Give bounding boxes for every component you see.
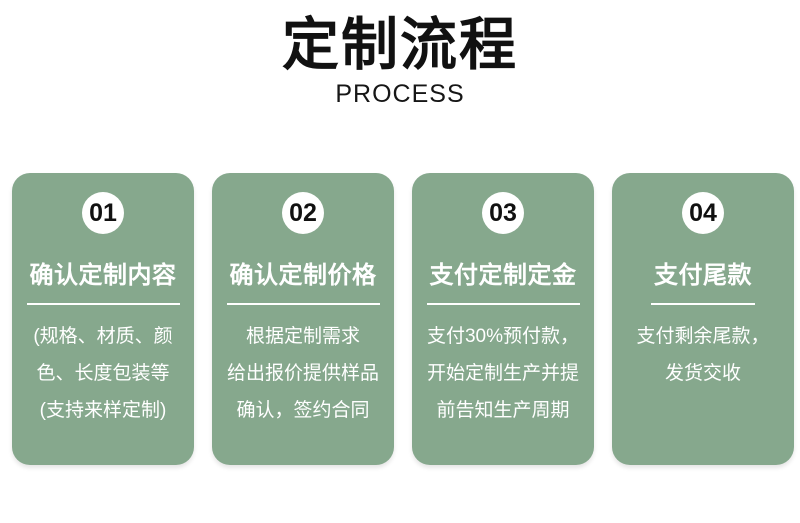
step-description-line: 开始定制生产并提 (426, 363, 579, 384)
step-number: 04 (689, 198, 717, 227)
step-description-line: 前告知生产周期 (436, 400, 570, 421)
step-description-line: 给出报价提供样品 (226, 363, 379, 384)
step-description-line: 根据定制需求 (245, 326, 360, 347)
step-card-1: 01 确认定制内容 (规格、材质、颜 色、长度包装等 (支持来样定制) (12, 173, 194, 465)
step-description-line: 色、长度包装等 (36, 363, 170, 384)
step-description: 支付剩余尾款， 发货交收 (612, 318, 794, 392)
step-card-2: 02 确认定制价格 根据定制需求 给出报价提供样品 确认，签约合同 (212, 173, 394, 465)
step-description-line: 支付30%预付款， (426, 326, 580, 347)
steps-row: 01 确认定制内容 (规格、材质、颜 色、长度包装等 (支持来样定制) 02 确… (12, 173, 794, 465)
page-header: 定制流程 PROCESS (0, 0, 800, 109)
step-description: (规格、材质、颜 色、长度包装等 (支持来样定制) (12, 318, 194, 429)
step-heading-wrap: 确认定制内容 (12, 234, 194, 305)
step-heading: 确认定制内容 (26, 255, 180, 305)
step-description: 根据定制需求 给出报价提供样品 确认，签约合同 (212, 318, 394, 429)
step-description-line: (规格、材质、颜 (33, 326, 173, 347)
step-description-line: 发货交收 (664, 363, 741, 384)
step-heading: 支付定制定金 (426, 255, 580, 305)
step-heading-wrap: 支付尾款 (612, 234, 794, 305)
step-number: 02 (289, 198, 317, 227)
page-title: 定制流程 (282, 13, 518, 77)
step-number-badge: 03 (482, 192, 524, 234)
step-heading-wrap: 确认定制价格 (212, 234, 394, 305)
step-number: 01 (89, 198, 117, 227)
step-description-line: (支持来样定制) (39, 400, 167, 421)
page-subtitle: PROCESS (335, 80, 465, 109)
step-number-badge: 02 (282, 192, 324, 234)
step-description-line: 支付剩余尾款， (636, 326, 770, 347)
step-card-4: 04 支付尾款 支付剩余尾款， 发货交收 (612, 173, 794, 465)
step-number: 03 (489, 198, 517, 227)
step-heading: 支付尾款 (651, 255, 755, 305)
step-heading: 确认定制价格 (226, 255, 380, 305)
step-number-badge: 01 (82, 192, 124, 234)
step-description-line: 确认，签约合同 (236, 400, 370, 421)
step-heading-wrap: 支付定制定金 (412, 234, 594, 305)
step-card-3: 03 支付定制定金 支付30%预付款， 开始定制生产并提 前告知生产周期 (412, 173, 594, 465)
step-description: 支付30%预付款， 开始定制生产并提 前告知生产周期 (412, 318, 594, 429)
step-number-badge: 04 (682, 192, 724, 234)
